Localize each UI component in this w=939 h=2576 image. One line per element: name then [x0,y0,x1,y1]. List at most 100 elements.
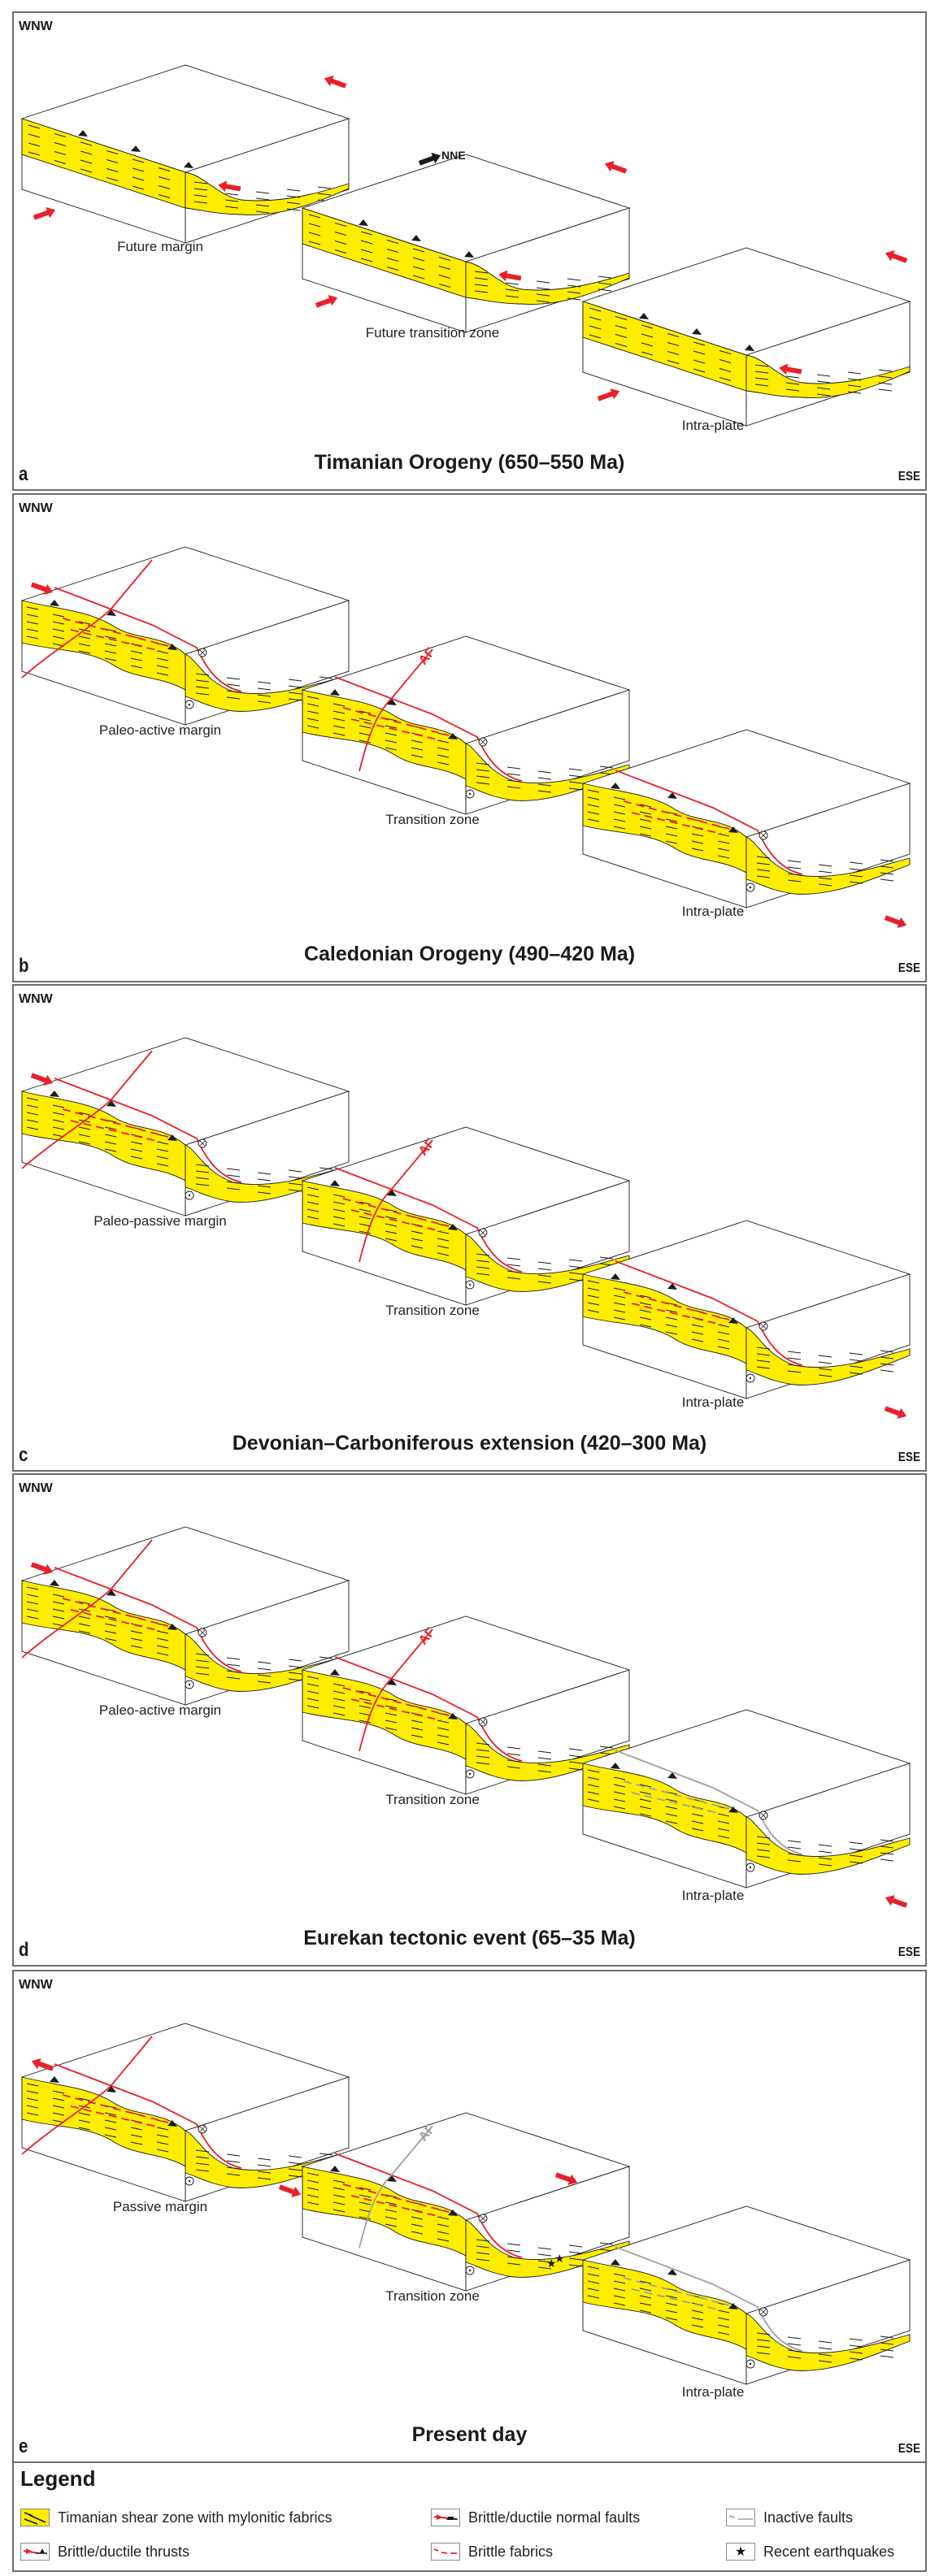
plate-motion-arrow-icon [885,250,908,263]
mylonitic-fabric-tick [26,1608,39,1612]
mylonitic-fabric-tick [26,2105,39,2109]
mylonitic-fabric-tick [665,1316,678,1321]
mylonitic-fabric-tick [639,804,652,808]
mylonitic-fabric-tick [587,1784,600,1788]
mylonitic-fabric-tick [438,257,451,261]
mylonitic-fabric-tick [333,1712,346,1716]
mylonitic-fabric-tick [849,868,863,871]
mylonitic-fabric-tick [476,1253,490,1256]
shear-zone-band [185,171,350,215]
mylonitic-fabric-tick [613,818,626,822]
mylonitic-fabric-tick [756,1366,771,1369]
mylonitic-fabric-tick [754,371,769,374]
mylonitic-fabric-tick [26,1104,39,1108]
earthquake-star-icon: ★ [554,2252,565,2265]
mylonitic-fabric-tick [816,380,831,384]
mylonitic-fabric-tick [130,665,143,669]
mylonitic-fabric-tick [78,1112,91,1116]
mylonitic-fabric-tick [104,1615,117,1620]
block-diagram [581,247,911,427]
plate-motion-arrow-icon [885,1895,908,1908]
mylonitic-fabric-tick [224,199,239,202]
mylonitic-fabric-tick [319,1167,333,1170]
mylonitic-fabric-tick [754,377,769,380]
mylonitic-fabric-tick [568,1272,583,1275]
mylonitic-fabric-tick [719,368,732,372]
mylonitic-fabric-tick [639,833,652,837]
mylonitic-fabric-tick [639,2280,652,2284]
thrust-tooth-icon [611,2259,620,2266]
mylonitic-fabric-tick [334,232,347,236]
block-diagram [20,546,350,726]
mylonitic-fabric-tick [412,257,425,262]
mylonitic-fabric-tick [195,2149,210,2153]
mylonitic-fabric-tick [308,214,321,219]
mylonitic-fabric-tick [286,208,301,211]
mylonitic-fabric-tick [226,2166,241,2170]
cross-fault-trace [359,1628,433,1752]
mylonitic-fabric-tick [818,1355,832,1358]
mylonitic-fabric-tick [193,188,208,191]
mylonitic-fabric-tick [849,1352,863,1355]
mylonitic-fabric-tick [26,628,39,632]
mylonitic-fabric-tick [639,2295,652,2299]
mylonitic-fabric-tick [476,782,490,785]
mylonitic-fabric-tick [257,681,272,684]
mylonitic-fabric-tick [412,266,425,271]
mylonitic-fabric-tick [288,1182,302,1186]
mylonitic-fabric-tick [665,1331,678,1335]
mylonitic-fabric-tick [26,1112,39,1116]
mylonitic-fabric-tick [78,1615,91,1620]
mylonitic-fabric-tick [476,1755,490,1759]
mylonitic-fabric-tick [359,1712,372,1716]
mylonitic-fabric-tick [54,142,67,146]
mylonitic-fabric-tick [156,1637,169,1641]
mylonitic-fabric-tick [411,1727,424,1731]
mylonitic-fabric-tick [717,2324,730,2328]
mylonitic-fabric-tick [132,167,145,172]
block-label-2: Transition zone [385,2288,480,2304]
plate-motion-arrow-icon [597,388,620,401]
mylonitic-fabric-tick [717,1338,730,1342]
mylonitic-fabric-tick [506,1746,521,1750]
plate-motion-arrow-icon [33,207,56,220]
mylonitic-fabric-tick [104,643,117,647]
mylonitic-fabric-tick [476,1266,490,1269]
mylonitic-fabric-tick [226,1181,241,1184]
mylonitic-fabric-tick [818,2347,832,2350]
mylonitic-fabric-tick [306,1186,320,1190]
mylonitic-fabric-tick [28,142,41,147]
mylonitic-fabric-tick [587,1798,600,1802]
mylonitic-fabric-tick [665,2317,678,2321]
thrust-tooth-icon [464,251,474,258]
mylonitic-fabric-tick [587,1309,600,1313]
mylonitic-fabric-tick [78,1623,91,1627]
mylonitic-fabric-tick [132,158,145,163]
mylonitic-fabric-tick [639,1791,652,1795]
normal-fault-icon [431,2509,460,2526]
mylonitic-fabric-tick [333,2201,346,2205]
mylonitic-fabric-tick [613,826,626,830]
mylonitic-fabric-tick [52,1615,65,1620]
thrust-tooth-icon [387,699,397,705]
mylonitic-fabric-tick [717,855,730,859]
panel-title: Caledonian Orogeny (490–420 Ma) [303,943,636,965]
mylonitic-fabric-tick [665,1806,678,1810]
mylonitic-fabric-tick [474,290,489,293]
panel-letter: e [19,2435,28,2457]
mylonitic-fabric-tick [333,1683,346,1687]
mylonitic-fabric-tick [437,1230,450,1234]
mylonitic-fabric-tick [878,375,893,379]
legend-label: Recent earthquakes [763,2543,895,2560]
mylonitic-fabric-tick [52,1601,65,1605]
mylonitic-fabric-tick [78,2097,91,2101]
mylonitic-fabric-tick [756,1849,771,1852]
panel-d: AF WNW Paleo-active margin Transition zo… [12,1473,927,1967]
mylonitic-fabric-tick [226,1676,241,1680]
mylonitic-fabric-tick [849,2338,863,2341]
mylonitic-fabric-tick [787,866,802,870]
plate-motion-arrow-icon [884,1406,907,1419]
mylonitic-fabric-tick [104,1134,117,1138]
block-diagram-svg: AF [20,1526,911,1908]
mylonitic-fabric-tick [717,2317,730,2321]
